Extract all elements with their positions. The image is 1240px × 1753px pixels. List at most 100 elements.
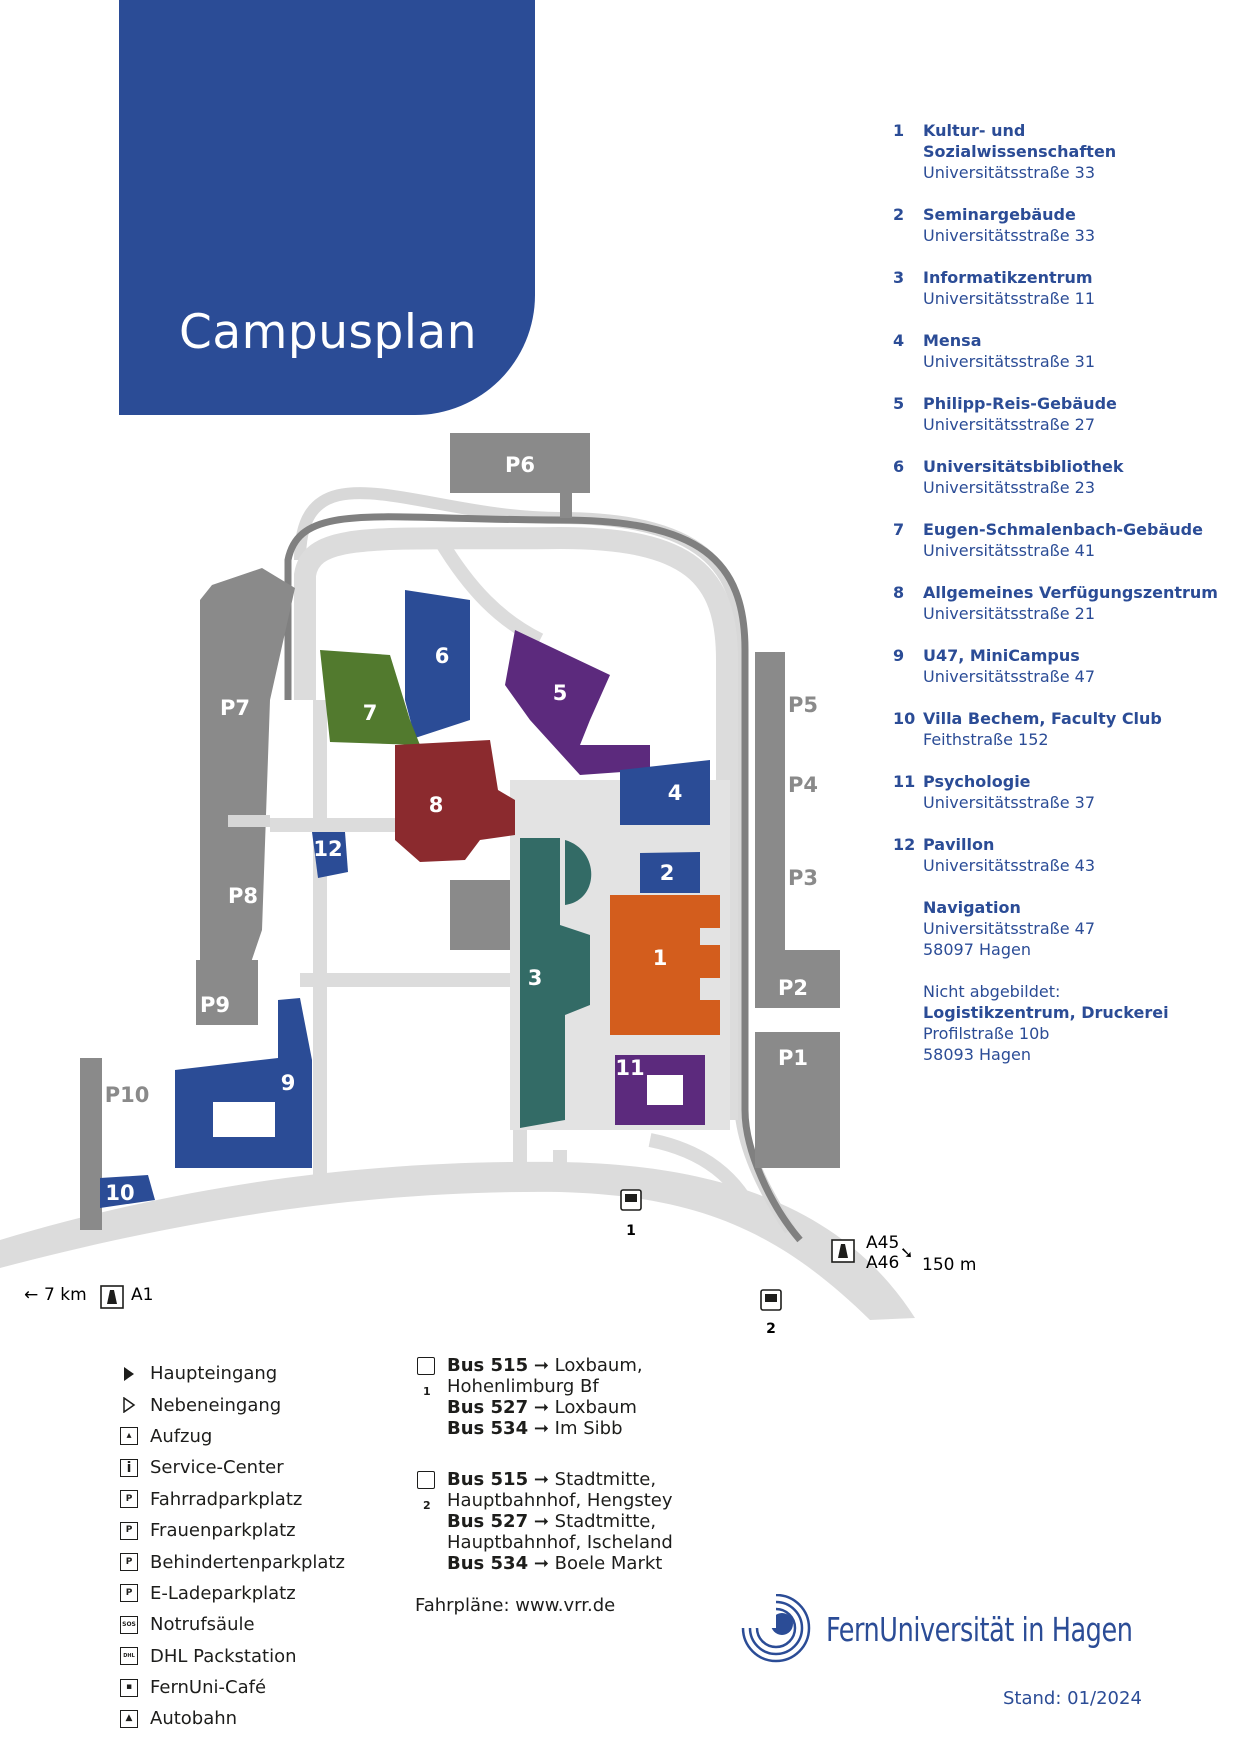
ev-charging-icon: P (118, 1582, 140, 1604)
label-p8: P8 (228, 884, 258, 908)
ring-road-outer (284, 513, 803, 1243)
highway-east: A45 A46 ➘ 150 m (831, 1233, 976, 1275)
label-building-3: 3 (528, 966, 543, 990)
stand-date: Stand: 01/2024 (1003, 1688, 1142, 1709)
label-p10: P10 (105, 1083, 150, 1107)
label-building-2: 2 (660, 861, 675, 885)
bus-icon (417, 1357, 435, 1375)
label-p5: P5 (788, 693, 818, 717)
building-8 (395, 740, 515, 862)
parking-p2 (755, 950, 840, 1008)
building-5 (505, 630, 650, 775)
university-logo: FernUniversität in Hagen (738, 1594, 1182, 1664)
svg-text:➘: ➘ (900, 1243, 913, 1262)
highway-west: ← 7 km A1 (24, 1285, 153, 1309)
bus-stop-1-info: 1 Bus 515 ➞ Loxbaum, Hohenlimburg Bf Bus… (415, 1355, 643, 1439)
parking-p9 (196, 960, 258, 1025)
disabled-parking-icon: P (118, 1551, 140, 1573)
building-7 (320, 650, 420, 745)
label-p2: P2 (778, 976, 808, 1000)
elevator-icon: ▴ (118, 1425, 140, 1447)
label-p7: P7 (220, 696, 250, 720)
building-3 (520, 838, 592, 1128)
legend-item: ▴Aufzug (118, 1421, 345, 1452)
logistics-entry: Nicht abgebildet:Logistikzentrum, Drucke… (923, 982, 1169, 1064)
bus-stop-2-info: 2 Bus 515 ➞ Stadtmitte, Hauptbahnhof, He… (415, 1469, 673, 1574)
bus-stop-1: 1 (620, 1189, 642, 1239)
building-9 (175, 998, 312, 1168)
main-road (0, 1161, 915, 1320)
building-12 (312, 832, 348, 878)
legend-item: Nebeneingang (118, 1389, 345, 1420)
main-entrance-icon (118, 1363, 140, 1385)
label-building-4: 4 (668, 781, 683, 805)
page-title: Campusplan (179, 305, 477, 360)
highway-icon: ▲ (118, 1708, 140, 1730)
building-2 (640, 852, 700, 893)
label-p1: P1 (778, 1046, 808, 1070)
title-box: Campusplan (119, 0, 535, 415)
svg-text:1: 1 (626, 1223, 636, 1239)
label-building-5: 5 (553, 681, 568, 705)
building-11 (615, 1055, 705, 1125)
logo-icon (738, 1594, 811, 1663)
label-building-1: 1 (653, 946, 668, 970)
dhl-icon: DHL (118, 1645, 140, 1667)
svg-text:7 km: 7 km (44, 1285, 87, 1305)
label-building-7: 7 (363, 701, 378, 725)
parking-p7-p8 (200, 568, 295, 980)
label-building-12: 12 (313, 837, 342, 861)
parking-p10 (80, 1058, 102, 1230)
info-icon: i (118, 1457, 140, 1479)
sos-phone-icon: SOS (118, 1614, 140, 1636)
parking-p6 (450, 433, 590, 493)
legend-item: ▪FernUni-Café (118, 1672, 345, 1703)
label-p9: P9 (200, 993, 230, 1017)
side-entrance-icon (118, 1394, 140, 1416)
bicycle-parking-icon: P (118, 1488, 140, 1510)
building-6 (405, 590, 470, 738)
label-building-6: 6 (435, 644, 450, 668)
legend-item: ▲Autobahn (118, 1703, 345, 1734)
bus-icon (417, 1471, 435, 1489)
label-p6: P6 (505, 453, 535, 477)
building-4 (620, 760, 710, 825)
legend-item: Haupteingang (118, 1358, 345, 1389)
women-parking-icon: P (118, 1520, 140, 1542)
label-building-10: 10 (105, 1181, 134, 1205)
schedule-link[interactable]: Fahrpläne: www.vrr.de (415, 1595, 616, 1616)
svg-text:←: ← (24, 1285, 38, 1305)
svg-text:A46: A46 (866, 1253, 899, 1273)
svg-text:150 m: 150 m (922, 1255, 976, 1275)
parking-p5-p3 (755, 652, 785, 952)
cafe-icon: ▪ (118, 1677, 140, 1699)
svg-text:A1: A1 (131, 1285, 153, 1305)
building-1 (610, 895, 720, 1035)
label-p3: P3 (788, 866, 818, 890)
building-10 (100, 1175, 155, 1208)
svg-text:2: 2 (766, 1321, 776, 1337)
logo-text: FernUniversität in Hagen (826, 1609, 1133, 1649)
label-building-9: 9 (281, 1071, 296, 1095)
bus-stop-2: 2 (760, 1289, 782, 1337)
